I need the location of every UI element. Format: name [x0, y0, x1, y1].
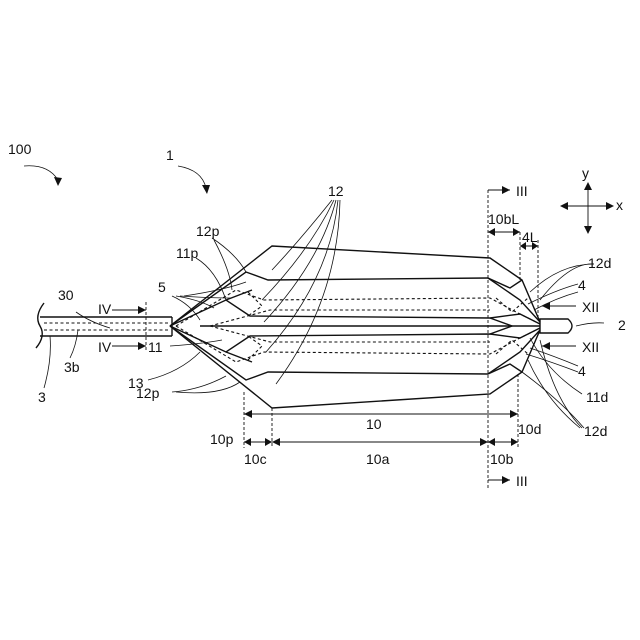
- section-line-xii: [542, 302, 576, 350]
- label-struts-distal-bottom: 12d: [584, 423, 607, 439]
- label-node-proximal: 11p: [176, 245, 199, 261]
- label-length-bl: 10bL: [488, 211, 519, 227]
- label-joint: 11: [148, 339, 163, 355]
- label-device: 100: [8, 141, 32, 157]
- label-shaft-b: 3b: [64, 359, 80, 375]
- section-line-iv: [112, 302, 146, 352]
- label-length-p: 10p: [210, 431, 234, 447]
- label-marker-bottom: 4: [578, 363, 586, 379]
- label-hub: 5: [158, 279, 166, 295]
- label-axis-y: y: [582, 165, 589, 181]
- label-length-c: 10c: [244, 451, 267, 467]
- distal-tip: [540, 319, 572, 333]
- basket-outer-struts: [170, 246, 540, 408]
- label-section-iii-bottom: III: [516, 473, 528, 489]
- label-axis-x: x: [616, 197, 623, 213]
- label-section-iii-top: III: [516, 183, 528, 199]
- label-tip: 2: [618, 317, 626, 333]
- label-struts: 12: [328, 183, 344, 199]
- label-struts-proximal-bottom: 12p: [136, 385, 160, 401]
- label-length-d: 10d: [518, 421, 541, 437]
- label-section-xii-bottom: XII: [582, 339, 599, 355]
- label-section-iv-bottom: IV: [98, 339, 112, 355]
- label-length-4l: 4L: [522, 229, 538, 245]
- curl-arrowheads: [54, 177, 210, 194]
- coordinate-axes: [560, 182, 614, 234]
- label-section-xii-top: XII: [582, 299, 599, 315]
- label-shaft: 3: [38, 389, 46, 405]
- label-length-b: 10b: [490, 451, 514, 467]
- label-length-a: 10a: [366, 451, 390, 467]
- leader-lines: [24, 166, 604, 428]
- label-tube: 30: [58, 287, 74, 303]
- label-marker-top: 4: [578, 277, 586, 293]
- label-struts-proximal-top: 12p: [196, 223, 220, 239]
- label-node-distal: 11d: [586, 389, 608, 405]
- label-section-iv-top: IV: [98, 301, 112, 317]
- basket-inner-struts: [170, 290, 540, 362]
- label-struts-distal-top: 12d: [588, 255, 611, 271]
- label-length: 10: [366, 416, 382, 432]
- label-assembly: 1: [166, 147, 174, 163]
